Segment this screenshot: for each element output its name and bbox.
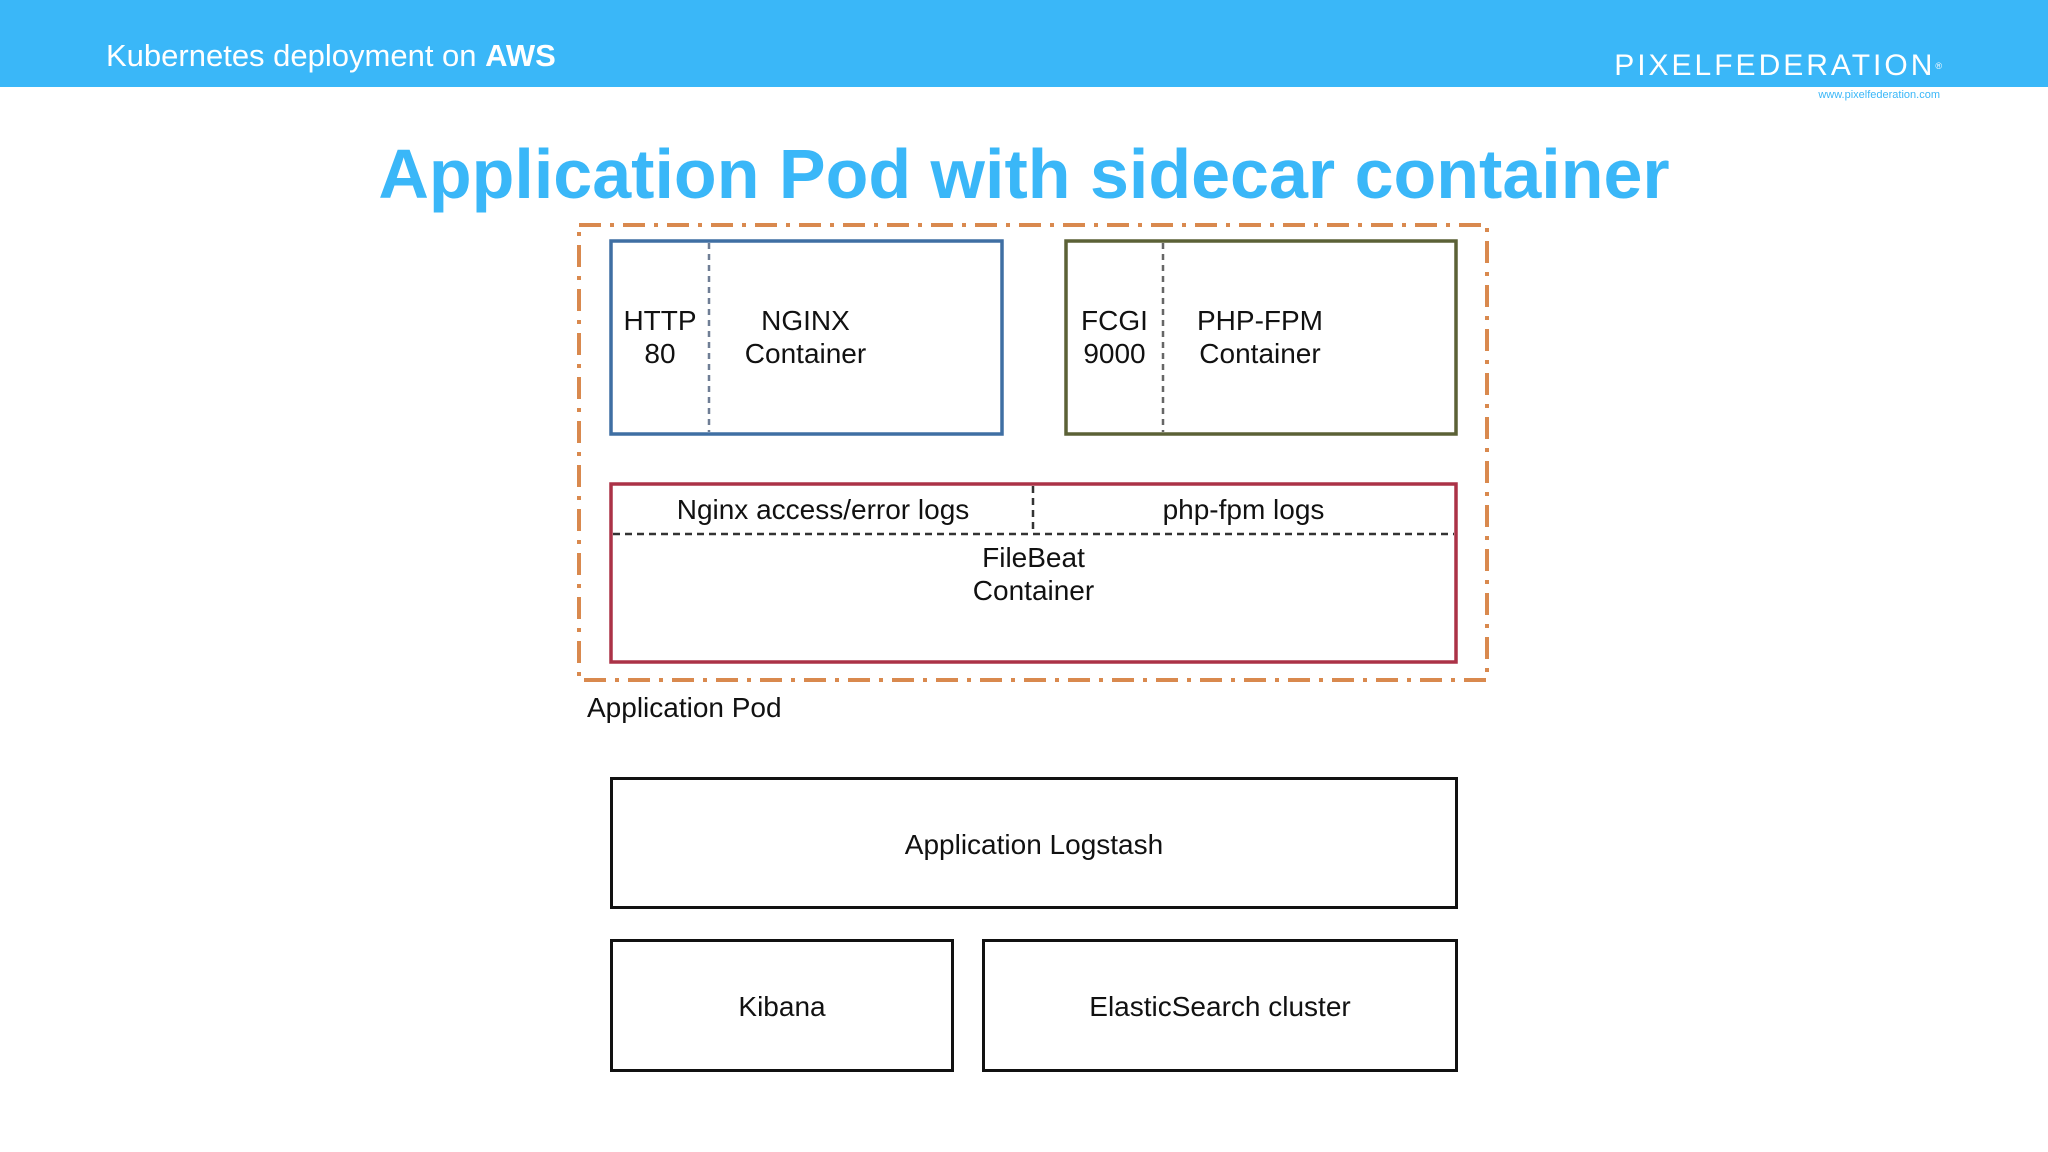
presentation-title: Kubernetes deployment on AWS [106, 38, 556, 74]
brand-registered-mark: ® [1935, 61, 1942, 71]
elasticsearch-box: ElasticSearch cluster [982, 939, 1458, 1072]
filebeat-container-label: FileBeat Container [611, 541, 1456, 607]
phpfpm-logs-label: php-fpm logs [1162, 494, 1325, 525]
nginx-port-protocol: HTTP [623, 305, 697, 336]
kibana-box: Kibana [610, 939, 954, 1072]
brand-logo-text: PIXELFEDERATION [1614, 49, 1936, 82]
filebeat-container-type: Container [972, 575, 1095, 606]
application-pod-label: Application Pod [587, 692, 782, 723]
header-bar: Kubernetes deployment on AWS PIXELFEDERA… [0, 0, 2048, 87]
nginx-container-border [609, 239, 1004, 436]
phpfpm-container-label: PHP-FPM Container [1163, 304, 1357, 370]
phpfpm-port-number: 9000 [1083, 338, 1146, 369]
nginx-port: HTTP 80 [611, 304, 709, 370]
brand-url: www.pixelfederation.com [1818, 89, 1940, 101]
application-pod-border [577, 223, 1489, 682]
presentation-title-prefix: Kubernetes deployment on [106, 38, 486, 73]
kibana-label: Kibana [738, 991, 826, 1022]
nginx-port-number: 80 [644, 338, 676, 369]
brand-logo: PIXELFEDERATION® [1614, 50, 1942, 82]
elasticsearch-label: ElasticSearch cluster [1089, 991, 1351, 1022]
nginx-container-name: NGINX [761, 305, 850, 336]
nginx-logs-label: Nginx access/error logs [676, 494, 970, 525]
slide-title: Application Pod with sidecar container [378, 135, 1670, 213]
nginx-container-type: Container [744, 338, 867, 369]
logstash-box: Application Logstash [610, 777, 1458, 909]
phpfpm-port-protocol: FCGI [1081, 305, 1148, 336]
phpfpm-container-border [1064, 239, 1458, 436]
phpfpm-container-type: Container [1199, 338, 1321, 369]
phpfpm-container-name: PHP-FPM [1197, 305, 1323, 336]
logstash-label: Application Logstash [904, 829, 1164, 860]
presentation-title-bold: AWS [485, 38, 556, 73]
filebeat-container-name: FileBeat [982, 542, 1085, 573]
nginx-container-label: NGINX Container [709, 304, 902, 370]
phpfpm-port: FCGI 9000 [1066, 304, 1163, 370]
